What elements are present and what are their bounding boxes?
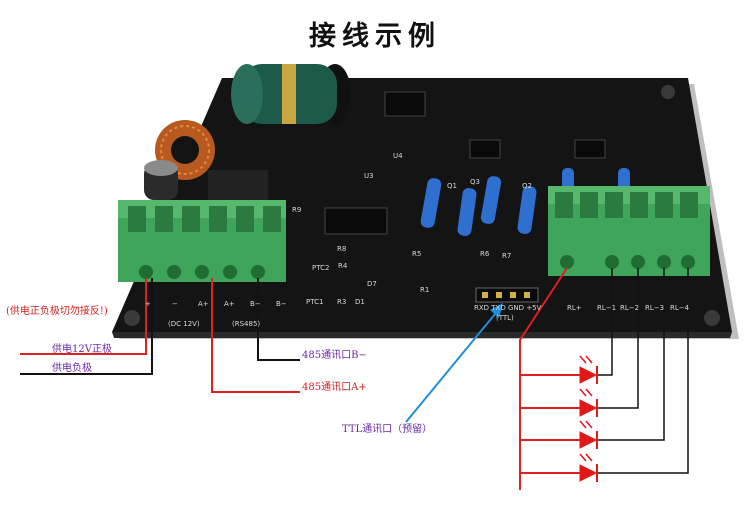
silk-r9: R9 bbox=[292, 206, 302, 214]
ttl-port-label: TTL通讯口（预留） bbox=[342, 424, 433, 435]
silk-ptc2: PTC2 bbox=[312, 264, 330, 272]
ttl-pin-header bbox=[475, 287, 539, 303]
rs485-transceiver-chip bbox=[324, 207, 388, 235]
silk-ptc1: PTC1 bbox=[306, 298, 324, 306]
optocoupler-chip bbox=[469, 139, 501, 159]
silk-right-rl4: RL−4 bbox=[670, 304, 690, 312]
silk-r4: R4 bbox=[338, 262, 348, 270]
silk-q3: Q3 bbox=[470, 178, 480, 186]
silk-right-rl3: RL−3 bbox=[645, 304, 665, 312]
reverse-polarity-warning: (供电正负极切勿接反!) bbox=[6, 306, 108, 317]
silk-left-a2: A+ bbox=[224, 300, 235, 308]
power-negative-wire bbox=[20, 278, 153, 375]
silk-r7: R7 bbox=[502, 252, 512, 260]
rs485-b-label: 485通讯口B− bbox=[302, 350, 367, 361]
mounting-hole bbox=[704, 310, 720, 326]
silk-rs485-caption: (RS485) bbox=[232, 320, 261, 328]
voltage-regulator bbox=[208, 170, 268, 204]
silk-q2: Q2 bbox=[522, 182, 532, 190]
optocoupler-chip bbox=[574, 139, 606, 159]
resistors bbox=[420, 168, 630, 236]
silk-left-plus: + bbox=[145, 300, 151, 308]
electrolytic-capacitor-large bbox=[231, 64, 351, 124]
led-symbols bbox=[579, 355, 598, 482]
pcb-edge bbox=[112, 332, 732, 338]
silk-d1: D1 bbox=[355, 298, 365, 306]
power-positive-label: 供电12V正极 bbox=[52, 344, 112, 355]
silk-left-b2: B− bbox=[276, 300, 287, 308]
silk-ttl-header: RXD TXD GND +5V bbox=[474, 304, 542, 312]
silk-r8: R8 bbox=[337, 245, 347, 253]
silk-r5: R5 bbox=[412, 250, 422, 258]
silk-u3: U3 bbox=[364, 172, 374, 180]
silk-r6: R6 bbox=[480, 250, 490, 258]
mounting-hole bbox=[661, 85, 675, 99]
silk-left-b1: B− bbox=[250, 300, 261, 308]
power-negative-label: 供电负极 bbox=[52, 363, 92, 374]
relay-wiring bbox=[519, 267, 689, 490]
rs485-b-wire bbox=[257, 278, 300, 361]
ttl-arrow-line bbox=[405, 307, 501, 423]
silk-u4: U4 bbox=[393, 152, 403, 160]
ttl-arrow-head bbox=[490, 303, 503, 318]
silk-r3: R3 bbox=[337, 298, 347, 306]
right-terminal-block bbox=[548, 186, 710, 276]
rs485-a-label: 485通讯口A+ bbox=[302, 382, 367, 393]
silk-q1: Q1 bbox=[447, 182, 457, 190]
silk-right-rl2: RL−2 bbox=[620, 304, 640, 312]
electrolytic-capacitor-small bbox=[144, 160, 178, 200]
power-positive-wire bbox=[20, 278, 147, 355]
silk-ttl-caption: (TTL) bbox=[496, 314, 514, 322]
silk-r1: R1 bbox=[420, 286, 430, 294]
mounting-hole bbox=[124, 310, 140, 326]
mcu-chip bbox=[384, 91, 426, 117]
silk-d7: D7 bbox=[367, 280, 377, 288]
silk-left-minus: − bbox=[172, 300, 178, 308]
left-terminal-block bbox=[118, 200, 286, 282]
silk-dc-caption: (DC 12V) bbox=[168, 320, 200, 328]
silk-right-rlplus: RL+ bbox=[567, 304, 582, 312]
silk-left-a1: A+ bbox=[198, 300, 209, 308]
silk-right-rl1: RL−1 bbox=[597, 304, 617, 312]
rs485-a-wire bbox=[211, 278, 300, 393]
page-title: 接线示例 bbox=[309, 21, 441, 52]
